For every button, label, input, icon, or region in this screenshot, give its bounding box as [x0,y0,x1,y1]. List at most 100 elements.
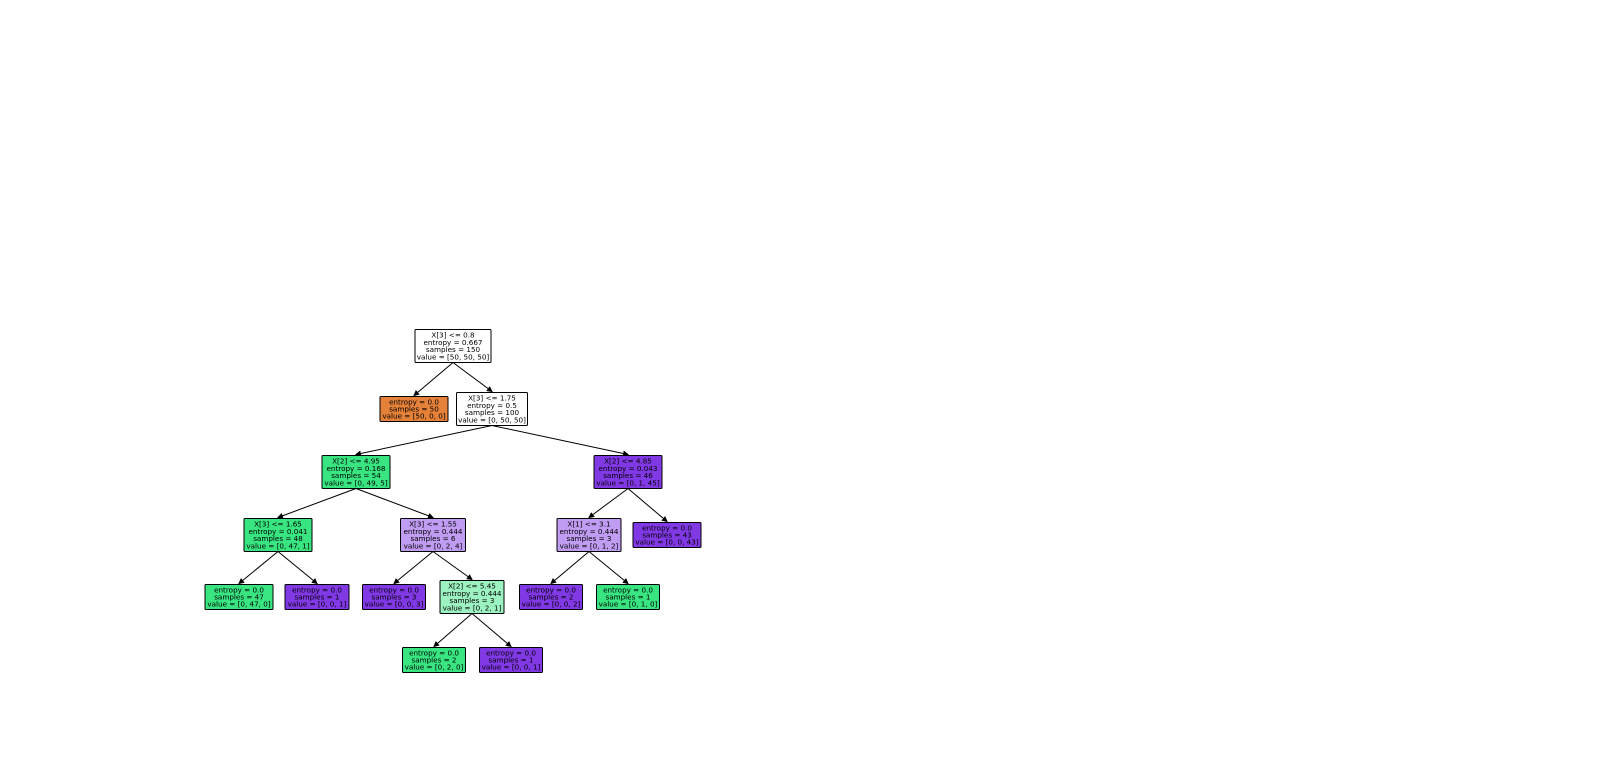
tree-node-line: entropy = 0.043 [599,464,658,473]
tree-node-line: samples = 150 [426,345,481,354]
tree-node-line: entropy = 0.0 [389,397,439,406]
tree-node-box [632,522,702,548]
tree-node-box [204,584,274,610]
tree-node-line: value = [0, 1, 45] [596,478,659,487]
tree-node-line: X[2] <= 5.45 [448,582,496,591]
tree-node-line: X[3] <= 0.8 [431,331,475,340]
tree-node-line: value = [50, 0, 0] [382,412,445,421]
tree-node-line: value = [50, 50, 50] [417,352,490,361]
tree-node-line: samples = 2 [411,656,456,665]
tree-node-line: entropy = 0.444 [443,589,502,598]
tree-edges [238,362,668,648]
tree-node-line: value = [0, 0, 43] [635,538,698,547]
tree-node-line: entropy = 0.444 [560,527,619,536]
tree-edge [452,362,493,393]
tree-node-line: samples = 47 [214,593,264,602]
tree-node-box [556,518,622,552]
tree-edge [393,551,434,585]
tree-edge [588,551,629,585]
tree-node-line: X[1] <= 3.1 [567,520,610,529]
tree-node-line: value = [0, 47, 0] [207,600,270,609]
tree-edge [355,425,493,457]
tree-node-line: samples = 3 [449,596,494,605]
tree-node-line: X[2] <= 4.95 [332,457,380,466]
tree-node-line: X[3] <= 1.65 [254,520,302,529]
tree-node-line: entropy = 0.0 [642,523,692,532]
tree-node-box [379,396,449,422]
tree-edge [433,613,473,648]
tree-edge [627,488,668,523]
tree-node-line: samples = 3 [371,593,416,602]
tree-node-line: value = [0, 0, 2] [522,600,581,609]
tree-node-line: entropy = 0.0 [526,585,576,594]
tree-node-line: value = [0, 50, 50] [458,415,526,424]
tree-node-line: value = [0, 2, 4] [404,541,463,550]
tree-node-line: value = [0, 47, 1] [246,541,309,550]
tree-node-box [402,647,466,673]
tree-node-line: value = [0, 2, 0] [405,663,464,672]
tree-node-box [400,518,466,552]
tree-node-line: entropy = 0.0 [214,585,264,594]
tree-node-box [456,392,528,426]
tree-edge [588,488,629,519]
tree-node-line: entropy = 0.0 [409,648,459,657]
tree-node-box [519,584,583,610]
tree-edge [277,551,318,585]
tree-node-line: value = [0, 49, 5] [324,478,387,487]
tree-node-box [479,647,543,673]
tree-node-line: entropy = 0.444 [404,527,463,536]
tree-node-line: value = [0, 2, 1] [443,603,502,612]
tree-node-line: entropy = 0.5 [467,401,517,410]
tree-edge [432,551,473,581]
tree-node-line: X[3] <= 1.55 [409,520,457,529]
tree-edge [277,488,357,519]
tree-node-line: entropy = 0.0 [603,585,653,594]
tree-edge [355,488,434,519]
tree-edge [238,551,279,585]
tree-node-line: samples = 2 [528,593,573,602]
tree-edge [491,425,629,457]
tree-node-line: X[2] <= 4.85 [604,457,652,466]
tree-node-line: samples = 46 [603,471,653,480]
tree-node-line: X[3] <= 1.75 [468,394,516,403]
tree-node-line: value = [0, 1, 0] [599,600,658,609]
tree-node-line: entropy = 0.0 [486,648,536,657]
tree-node-box [321,455,391,489]
tree-node-box [284,584,350,610]
tree-node-line: samples = 1 [294,593,339,602]
tree-edge [471,613,512,648]
tree-node-box [596,584,660,610]
tree-node-line: samples = 43 [642,531,692,540]
tree-node-line: value = [0, 0, 1] [288,600,347,609]
tree-node-line: samples = 48 [253,534,303,543]
tree-node-line: value = [0, 0, 1] [482,663,541,672]
tree-node-box [593,455,663,489]
tree-node-box [439,580,505,614]
tree-node-box [414,329,492,363]
tree-node-line: samples = 1 [488,656,533,665]
tree-node-line: value = [0, 0, 3] [365,600,424,609]
tree-node-line: samples = 100 [465,408,520,417]
tree-node-line: entropy = 0.0 [292,585,342,594]
tree-node-line: samples = 1 [605,593,650,602]
tree-node-line: samples = 6 [410,534,455,543]
tree-node-line: entropy = 0.041 [249,527,308,536]
